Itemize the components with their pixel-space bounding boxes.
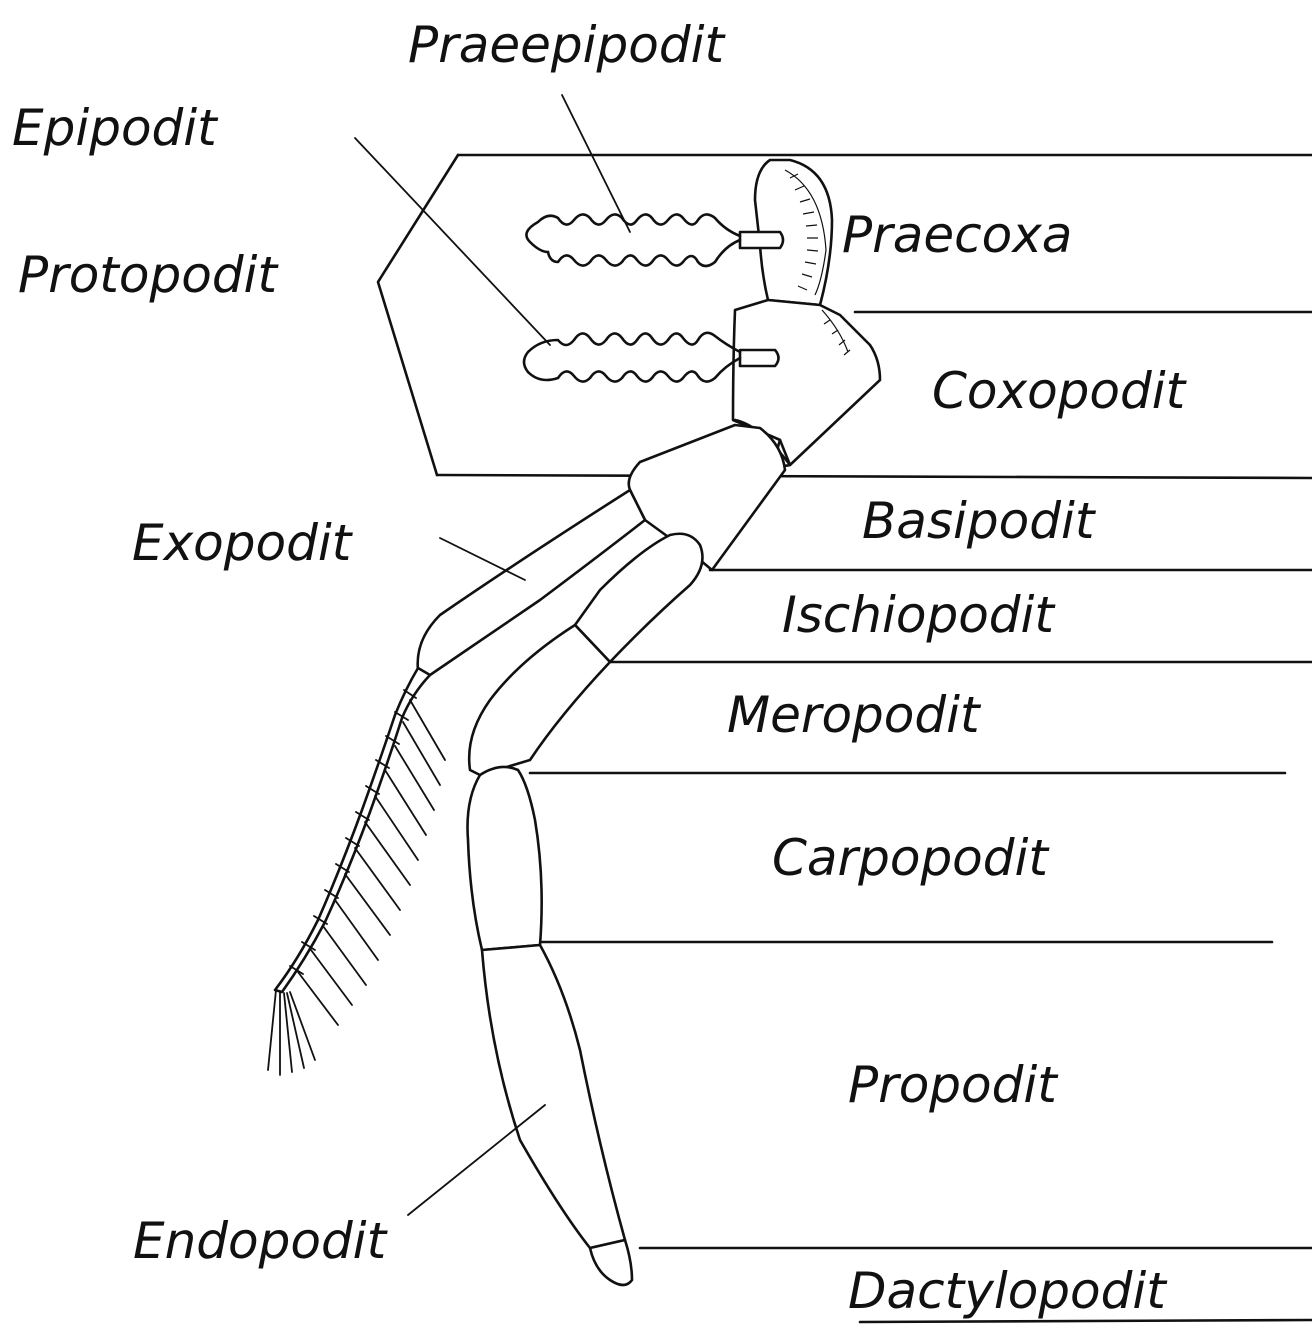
carpopodit-segment [468, 767, 542, 950]
label-endopodit: Endopodit [133, 1212, 389, 1270]
label-dactylopodit: Dactylopodit [848, 1262, 1168, 1320]
exopodit-flagellum [268, 668, 445, 1075]
label-praecoxa: Praecoxa [842, 206, 1072, 264]
propodit-segment [482, 945, 625, 1248]
label-exopodit: Exopodit [132, 514, 354, 572]
boundary-line-coxopodit-basipodit [437, 475, 1312, 478]
label-meropodit: Meropodit [727, 686, 982, 744]
meropodit-segment [469, 625, 610, 775]
label-carpopodit: Carpopodit [772, 829, 1050, 887]
leader-line-epipodit [355, 138, 550, 345]
label-basipodit: Basipodit [862, 492, 1097, 550]
leader-line-endopodit [408, 1105, 545, 1215]
label-epipodit: Epipodit [12, 99, 219, 157]
boundary-line-bottom [860, 1320, 1312, 1322]
dactylopodit-segment [590, 1240, 632, 1285]
label-protopodit: Protopodit [18, 246, 279, 304]
label-praeepipodit: Praeepipodit [408, 16, 726, 74]
label-ischiopodit: Ischiopodit [782, 586, 1056, 644]
label-propodit: Propodit [848, 1056, 1059, 1114]
protopodit-bracket [378, 155, 458, 475]
leader-line-praeepipodit [562, 95, 630, 232]
praeepipodit-process [526, 214, 783, 266]
leader-line-exopodit [440, 538, 525, 580]
label-coxopodit: Coxopodit [932, 362, 1188, 420]
